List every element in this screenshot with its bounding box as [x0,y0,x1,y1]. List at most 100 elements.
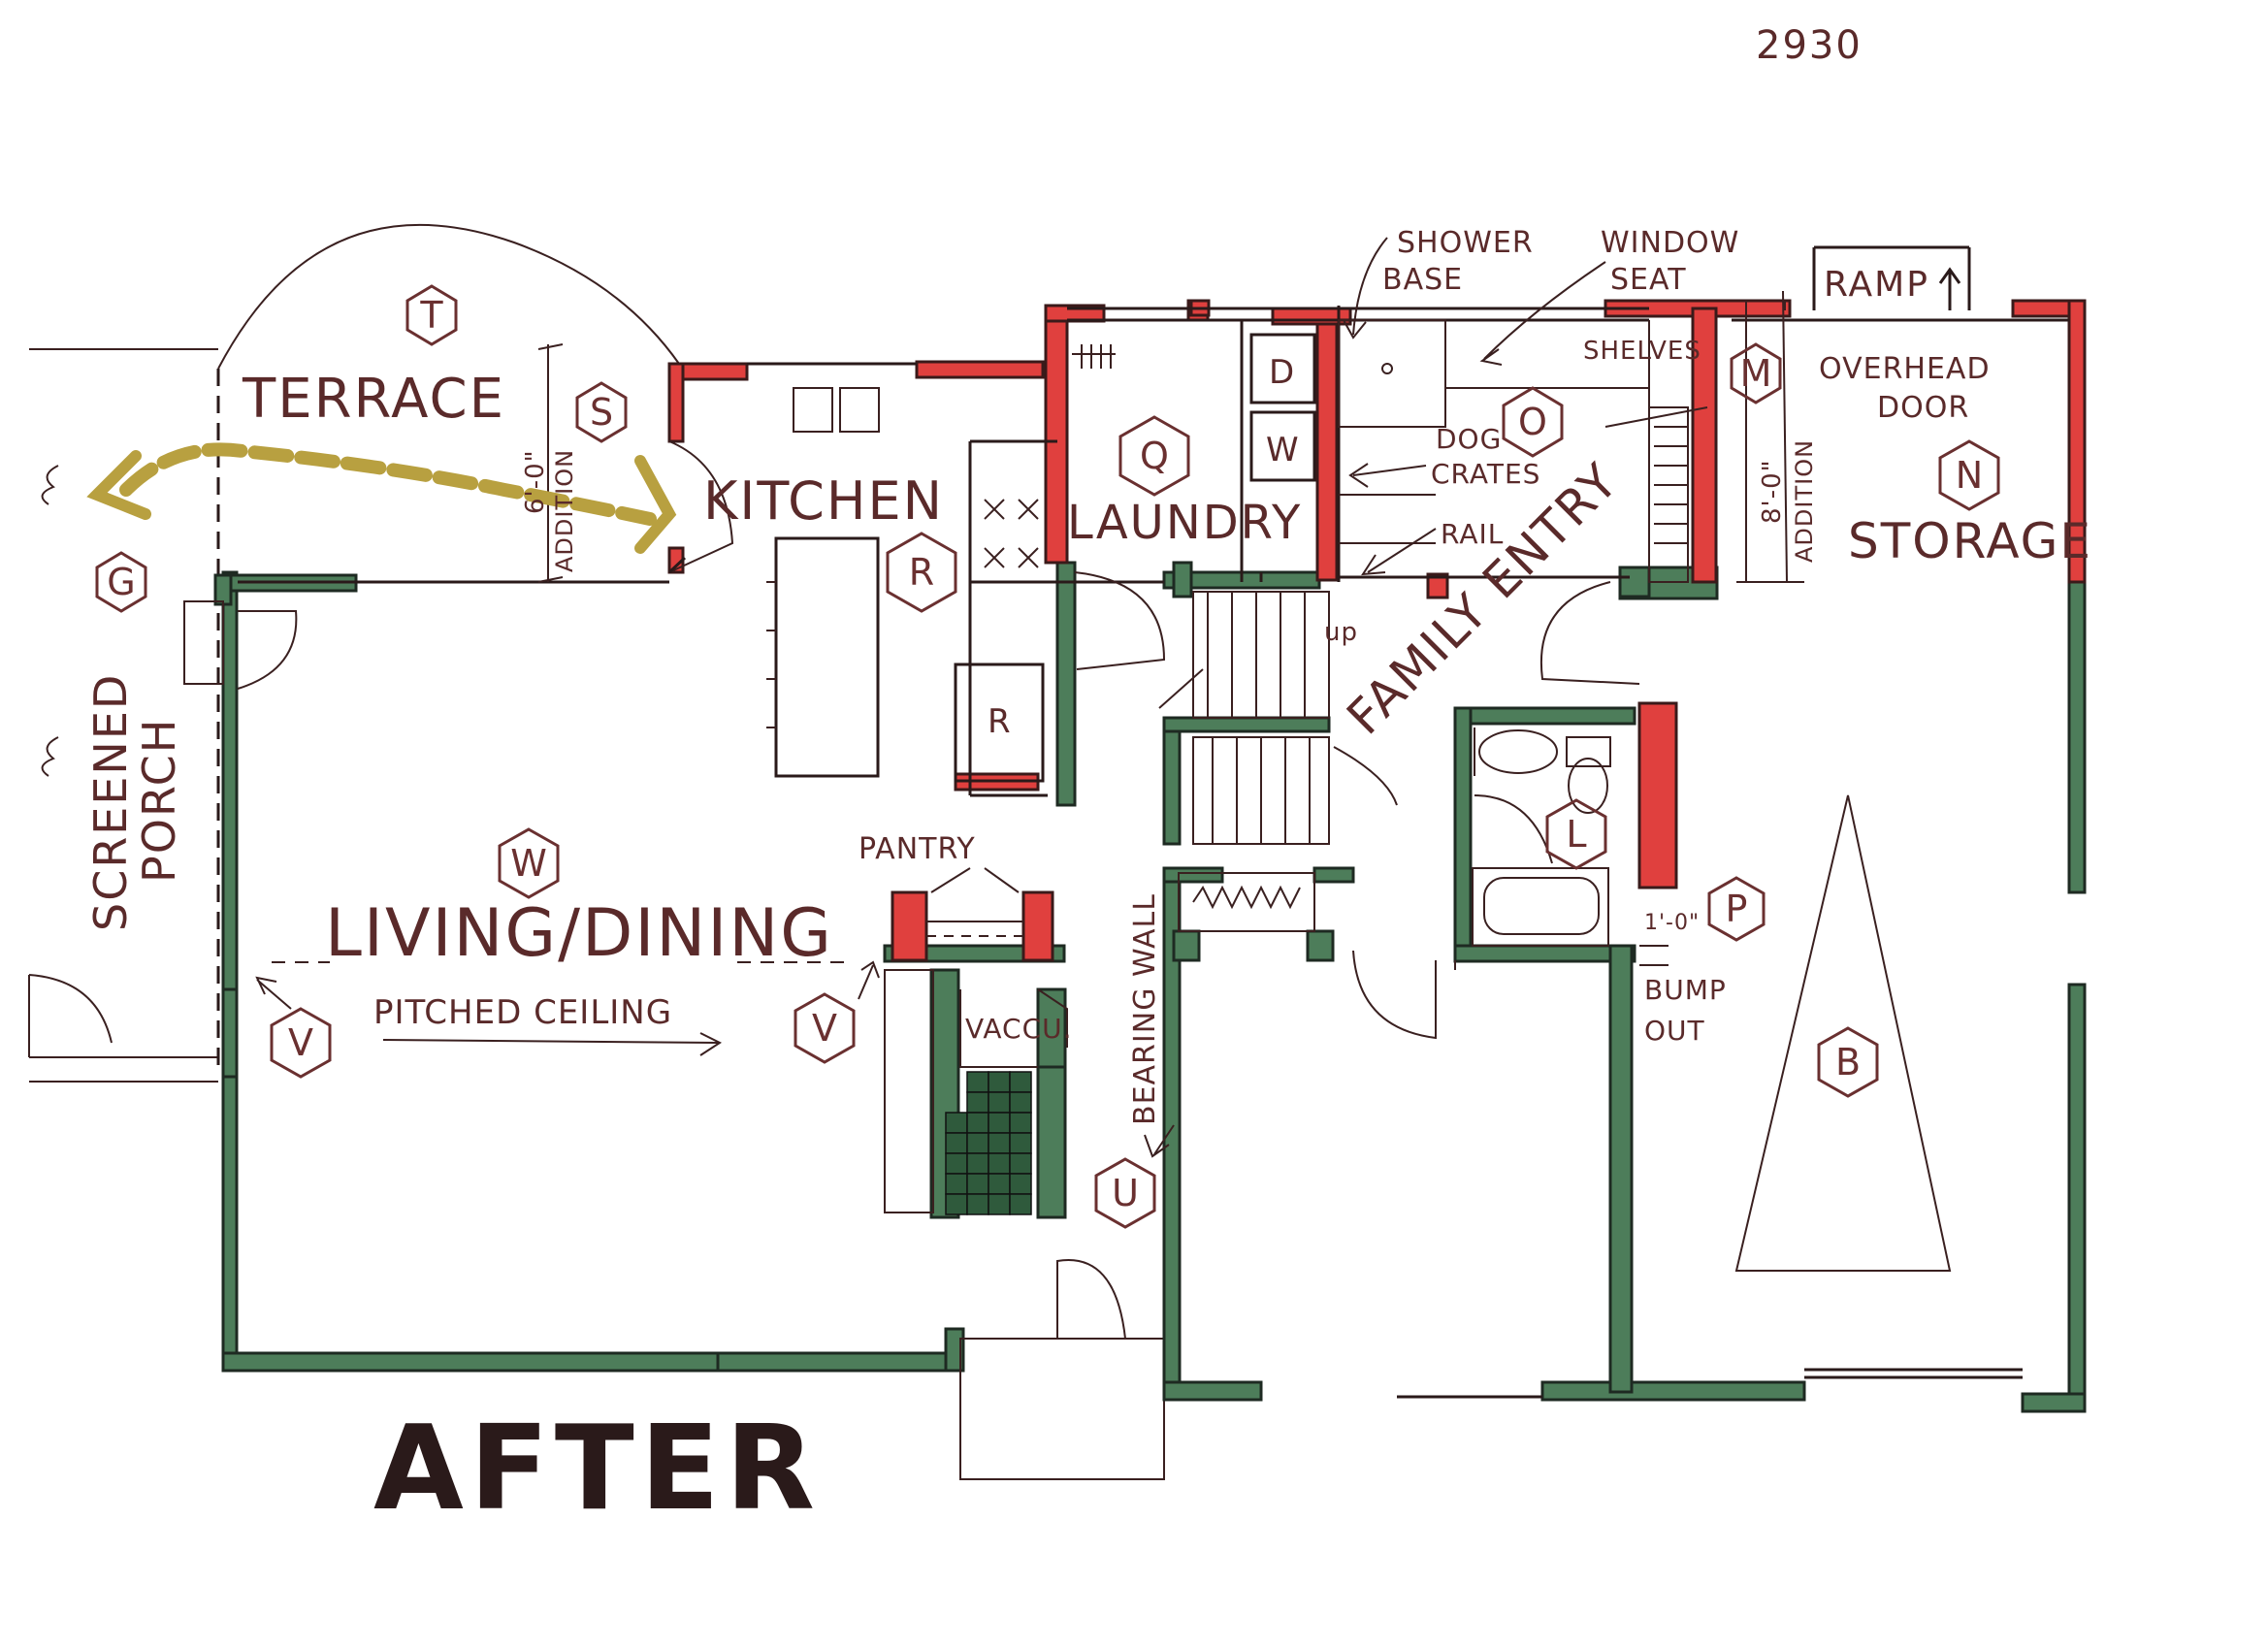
hearth-tile [966,1193,989,1215]
svg-text:G: G [107,561,135,603]
hex-tag-U: U [1094,1157,1156,1229]
hearth-tile [988,1173,1011,1195]
svg-text:B: B [1835,1041,1861,1083]
screened-porch-outline [28,348,220,1083]
note-addition-left: ADDITION [551,449,578,572]
hearth-tile [988,1071,1011,1093]
note-up: up [1324,618,1358,647]
hearth-tile [988,1152,1011,1175]
room-label-terrace: TERRACE [242,368,505,431]
room-label-bearing-wall: BEARING WALL [1128,893,1162,1125]
hex-tags: T S G Q O M N R W V V L P U B [95,284,2000,1229]
hearth-tile [988,1193,1011,1215]
svg-text:L: L [1566,813,1586,856]
note-shelves: SHELVES [1583,337,1701,366]
thin-wall-lines [238,245,2069,1399]
hearth-tile [1009,1071,1032,1093]
hearth-tile [988,1091,1011,1114]
note-rail: RAIL [1441,518,1504,550]
hearth-tile [1009,1112,1032,1134]
hearth-tile [966,1091,989,1114]
hearth-tile [945,1152,968,1175]
dimension-lines [537,301,1804,966]
terrace-swing-arc [217,223,680,370]
svg-text:O: O [1518,401,1547,443]
room-label-living-dining: LIVING/DINING [325,895,833,972]
hex-tag-N: N [1938,439,2000,511]
hearth-tile [945,1132,968,1154]
room-label-screened: SCREENED [84,673,137,931]
note-overhead: OVERHEAD [1819,352,1991,386]
path-arrow-left [86,450,151,520]
note-bump-dim: 1'-0" [1644,911,1700,935]
bathroom-fixtures [1352,728,1611,1040]
sheet-number: 2930 [1756,23,1863,68]
note-crates: CRATES [1431,458,1540,490]
kitchen-fixtures [667,320,1316,783]
hex-tag-W: W [498,827,560,899]
appliance-dryer: D [1269,353,1295,392]
hex-tag-M: M [1730,342,1782,404]
appliance-washer: W [1266,431,1300,469]
svg-text:M: M [1740,352,1772,395]
path-arrow-right [634,455,677,554]
note-addition-right: ADDITION [1791,439,1818,563]
hex-tag-B: B [1817,1026,1879,1098]
hex-tag-L: L [1545,798,1607,870]
note-base: BASE [1382,263,1463,297]
room-label-laundry: LAUNDRY [1067,496,1302,550]
front-door-swing [1056,1259,1126,1340]
svg-text:R: R [909,551,934,594]
hex-tag-V-right: V [794,992,856,1064]
boat-outline [1734,794,1952,1272]
note-ramp: RAMP [1824,265,1929,305]
note-dim-left: 6'-0" [521,449,550,514]
svg-text:S: S [590,391,613,434]
svg-text:T: T [419,294,443,337]
room-label-pitched-ceiling: PITCHED CEILING [373,993,672,1032]
hearth-tile [988,1112,1011,1134]
room-label-pantry: PANTRY [859,832,976,866]
room-label-family-entry: FAMILY ENTRY [1336,452,1629,745]
svg-text:V: V [812,1007,837,1050]
hex-tag-T: T [405,284,458,346]
family-entry-fixtures [1338,319,1708,685]
hearth-tile [988,1132,1011,1154]
hex-tag-O: O [1502,386,1564,458]
hearth-tiles [945,1071,1032,1215]
hex-tag-R: R [886,532,957,613]
hearth-tile [1009,1091,1032,1114]
hearth-tile [1009,1173,1032,1195]
room-label-vacuum: VACCU. [965,1013,1073,1045]
annotation-arrows [255,237,1606,1158]
svg-text:U: U [1112,1172,1139,1214]
hearth-tile [1009,1193,1032,1215]
note-bump: BUMP [1644,974,1727,1006]
porch-door-swing [237,610,298,690]
hearth-tile [966,1132,989,1154]
ramp-arrow [1938,267,1961,310]
hearth-tile [966,1071,989,1093]
note-dog: DOG [1436,423,1502,455]
note-dim-right: 8'-0" [1758,459,1787,524]
hearth-tile [945,1173,968,1195]
hearth-tile [966,1152,989,1175]
pantry-fixtures [884,867,1068,1213]
hearth-tile [1009,1152,1032,1175]
hearth-tile [945,1193,968,1215]
room-label-kitchen: KITCHEN [703,470,944,532]
room-label-storage: STORAGE [1848,513,2092,569]
room-label-porch: PORCH [133,718,185,883]
circulation-path [119,442,657,526]
svg-text:W: W [510,842,547,885]
note-seat: SEAT [1610,263,1687,297]
note-out: OUT [1644,1015,1705,1047]
hearth-tile [966,1173,989,1195]
svg-text:P: P [1726,888,1748,930]
hex-tag-P: P [1707,876,1766,942]
note-door: DOOR [1877,391,1969,425]
hearth-tile [945,1112,968,1134]
hex-tag-V-left: V [270,1007,332,1079]
hearth-tile [1009,1132,1032,1154]
